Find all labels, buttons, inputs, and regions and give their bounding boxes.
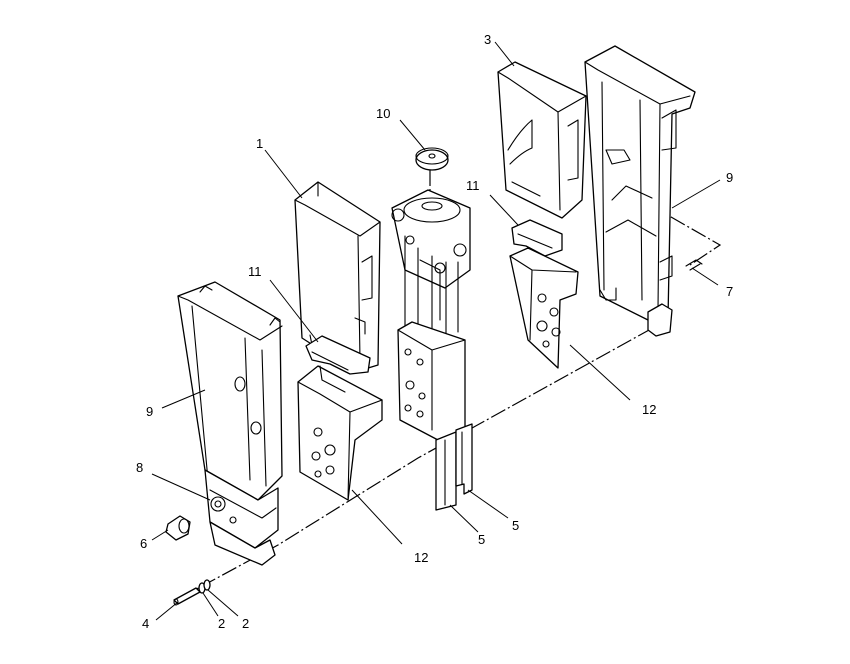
leader-lines (151, 41, 721, 621)
cover-part-3 (497, 61, 587, 219)
wear-plates-part-5 (435, 423, 473, 511)
plate-part-11-left (305, 335, 371, 375)
callout-numbers: 1 10 3 11 11 9 7 9 8 6 4 2 2 12 12 5 5 (136, 32, 733, 631)
plate-part-11-right (511, 219, 563, 257)
callout-9-right: 9 (726, 170, 733, 185)
callout-4: 4 (142, 616, 149, 631)
callout-12-right: 12 (642, 402, 656, 417)
housing-part-9-left (177, 281, 283, 566)
housing-part-12-left (297, 365, 383, 501)
cover-part-1 (294, 181, 381, 373)
plug-part-6 (165, 515, 191, 541)
callout-7: 7 (726, 284, 733, 299)
callout-11-right: 11 (466, 178, 480, 193)
callout-5-left: 5 (478, 532, 485, 547)
callout-10: 10 (376, 106, 390, 121)
callout-2-right: 2 (242, 616, 249, 631)
callout-8: 8 (136, 460, 143, 475)
callout-3: 3 (484, 32, 491, 47)
callout-6: 6 (140, 536, 147, 551)
callout-1: 1 (256, 136, 263, 151)
callout-9-left: 9 (146, 404, 153, 419)
housing-part-12-right (509, 247, 579, 369)
cap-part-10 (415, 147, 449, 171)
pin-part-7 (685, 259, 703, 271)
washers-part-2 (198, 579, 211, 594)
hammer-power-cell (391, 189, 471, 441)
callout-11-left: 11 (248, 264, 262, 279)
housing-part-9-right (584, 45, 696, 337)
callout-12-left: 12 (414, 550, 428, 565)
callout-5-right: 5 (512, 518, 519, 533)
callout-2-left: 2 (218, 616, 225, 631)
